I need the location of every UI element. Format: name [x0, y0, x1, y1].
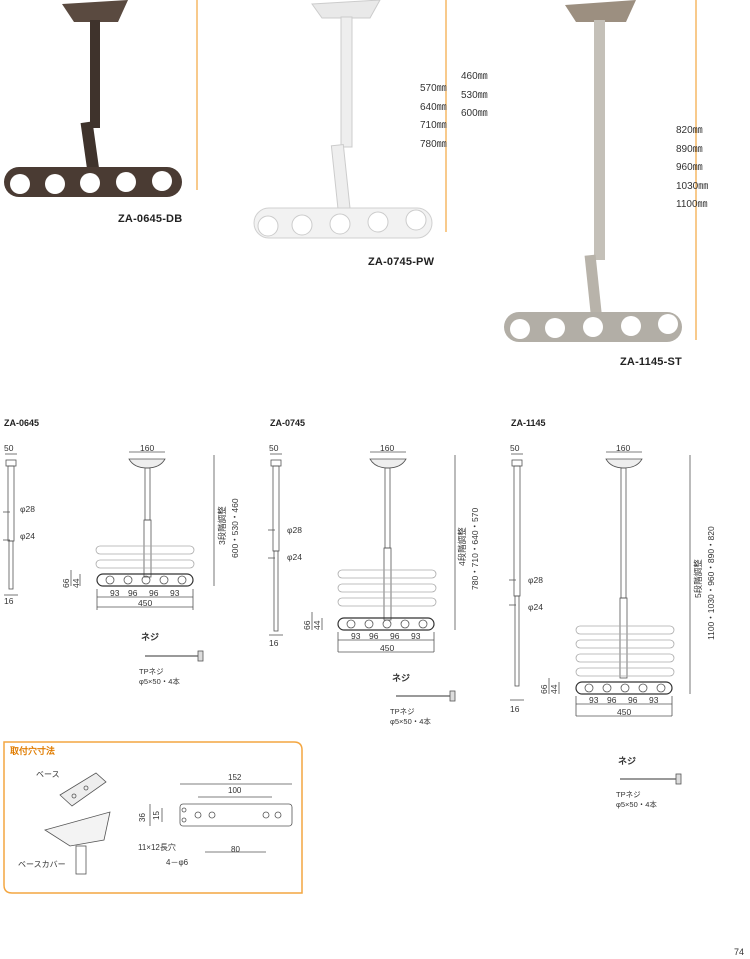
length-value: 530㎜ — [461, 89, 488, 101]
dim-spacing: 93 — [110, 588, 120, 598]
dim-adjust-values: 780・710・640・570 — [470, 507, 480, 590]
dim-phi24: φ24 — [528, 602, 543, 612]
hanger-photo-db — [4, 0, 182, 197]
drawing-title-0645: ZA-0645 — [4, 418, 40, 428]
dim-15: 15 — [152, 811, 161, 820]
dim-spacing: 93 — [351, 631, 361, 641]
mount-hole-box: 取付穴寸法 ベース ベースカバー 152 100 36 15 80 — [3, 741, 303, 894]
dim-h66: 66 — [539, 684, 549, 694]
length-list-db: 460㎜ 530㎜ 600㎜ — [461, 68, 488, 124]
length-value: 710㎜ — [420, 120, 447, 131]
product-photos — [4, 0, 697, 342]
length-list-st: 820㎜ 890㎜ 960㎜ 1030㎜ 1100㎜ — [676, 122, 708, 215]
length-value: 890㎜ — [676, 143, 703, 155]
dim-h66: 66 — [61, 578, 71, 588]
dim-spacing: 93 — [589, 695, 599, 705]
drawing-title-1145: ZA-1145 — [511, 418, 546, 428]
dim-adjust-values: 600・530・460 — [230, 498, 240, 558]
base-cover-label: ベースカバー — [18, 860, 66, 869]
length-value: 1100㎜ — [676, 199, 708, 210]
dim-phi28: φ28 — [528, 575, 543, 585]
dim-width: 450 — [617, 707, 631, 717]
dim-100: 100 — [228, 786, 242, 795]
dim-phi24: φ24 — [287, 552, 302, 562]
drawing-1145 — [509, 451, 691, 785]
dim-spacing: 96 — [369, 631, 379, 641]
dim-phi24: φ24 — [20, 531, 35, 541]
length-value: 600㎜ — [461, 108, 488, 119]
screw-type: TPネジ — [139, 667, 164, 676]
dim-spacing: 93 — [649, 695, 659, 705]
dim-spacing: 93 — [411, 631, 421, 641]
dim-spacing: 96 — [607, 695, 617, 705]
dim-top-width: 160 — [140, 443, 154, 453]
screw-spec: φ5×50・4本 — [390, 716, 431, 726]
model-name-pw: ZA-0745-PW — [368, 256, 435, 268]
dim-top-width: 160 — [380, 443, 394, 453]
page-number: 74 — [734, 947, 744, 957]
dim-bottom: 16 — [269, 638, 279, 648]
dim-adjust-values: 1100・1030・960・890・820 — [706, 526, 716, 640]
dim-base-width: 50 — [269, 443, 279, 453]
dim-width: 450 — [380, 643, 394, 653]
drawing-0645 — [3, 451, 215, 662]
dim-bottom: 16 — [510, 704, 520, 714]
dim-152: 152 — [228, 773, 242, 782]
dim-spacing: 96 — [149, 588, 159, 598]
dim-bottom: 16 — [4, 596, 14, 606]
screw-spec: φ5×50・4本 — [139, 676, 180, 686]
dim-h44: 44 — [549, 684, 559, 694]
hanger-photo-st — [504, 0, 682, 342]
screw-type: TPネジ — [616, 790, 641, 799]
dim-top-width: 160 — [616, 443, 630, 453]
base-label: ベース — [36, 770, 60, 779]
length-value: 780㎜ — [420, 138, 447, 150]
dim-base-width: 50 — [510, 443, 520, 453]
model-name-db: ZA-0645-DB — [118, 213, 183, 225]
model-name-st: ZA-1145-ST — [620, 356, 682, 368]
screw-title: ネジ — [618, 756, 636, 766]
dim-adjust: 3段階調整 — [217, 506, 227, 545]
length-value: 960㎜ — [676, 162, 703, 173]
mount-title: 取付穴寸法 — [10, 745, 55, 756]
length-value: 640㎜ — [420, 101, 447, 113]
dim-spacing: 96 — [128, 588, 138, 598]
dim-adjust: 4段階調整 — [457, 527, 467, 566]
dim-base-width: 50 — [4, 443, 14, 453]
drawing-title-0745: ZA-0745 — [270, 418, 306, 428]
screw-title: ネジ — [392, 673, 410, 683]
dim-h44: 44 — [312, 620, 322, 630]
screw-spec: φ5×50・4本 — [616, 799, 657, 809]
length-value: 820㎜ — [676, 125, 703, 136]
dim-36: 36 — [138, 813, 147, 822]
dim-80: 80 — [231, 845, 240, 854]
dim-spacing: 96 — [628, 695, 638, 705]
length-value: 570㎜ — [420, 83, 447, 94]
drawing-0745 — [268, 451, 456, 702]
dim-phi28: φ28 — [287, 525, 302, 535]
dim-phi28: φ28 — [20, 504, 35, 514]
length-value: 1030㎜ — [676, 180, 709, 192]
screw-title: ネジ — [141, 632, 159, 642]
dim-width: 450 — [138, 598, 152, 608]
length-value: 460㎜ — [461, 71, 488, 82]
dim-adjust: 5段階調整 — [693, 559, 703, 598]
dim-h66: 66 — [302, 620, 312, 630]
hanger-photo-pw — [253, 0, 433, 239]
dim-spacing: 93 — [170, 588, 180, 598]
dim-spacing: 96 — [390, 631, 400, 641]
dim-h44: 44 — [71, 578, 81, 588]
holes-label: 4－φ6 — [166, 858, 189, 867]
length-list-pw: 570㎜ 640㎜ 710㎜ 780㎜ — [420, 80, 447, 154]
slot-label: 11×12長穴 — [138, 842, 176, 852]
screw-type: TPネジ — [390, 707, 415, 716]
